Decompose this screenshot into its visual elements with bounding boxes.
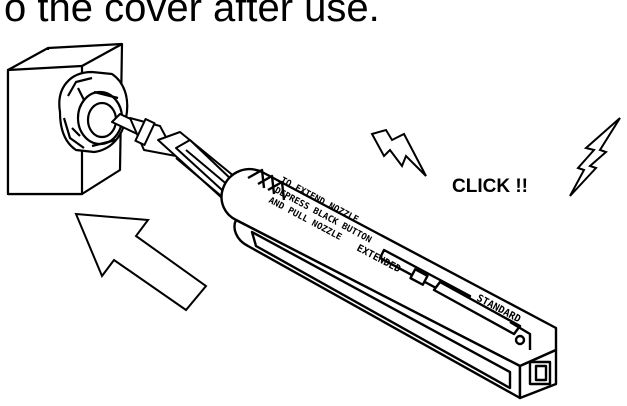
cleaner-shaft xyxy=(111,113,247,201)
arrow-up-left-outline-icon xyxy=(74,212,208,312)
connector-nut xyxy=(58,70,129,154)
cleaner-pen-body xyxy=(220,168,558,400)
lightning-bolt-icon-right xyxy=(569,117,621,197)
lightning-bolt-icon xyxy=(370,128,427,177)
click-label: CLICK !! xyxy=(452,176,528,197)
caption-text: o the cover after use. xyxy=(4,0,380,30)
